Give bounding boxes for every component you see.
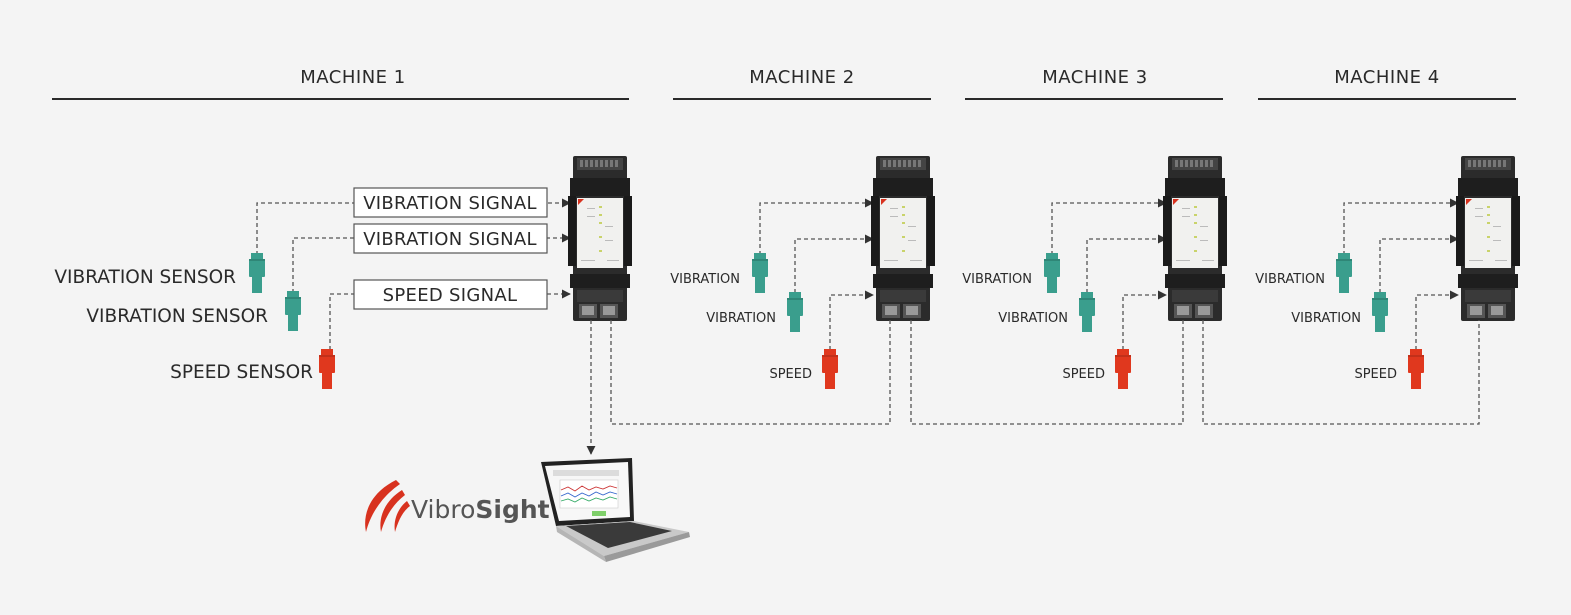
machine-2: VIBRATION VIBRATION SPEED <box>670 156 935 389</box>
vibrosight-module-1 <box>568 156 632 321</box>
vibration-1-connection <box>1051 198 1167 255</box>
vibration-2-connection <box>1086 234 1167 293</box>
speed-sensor-label: SPEED <box>769 367 812 382</box>
speed-connection <box>329 289 571 350</box>
vibration-1-connection <box>759 198 874 255</box>
speed-connection <box>829 290 874 350</box>
vibration-signal-1-box <box>353 187 548 218</box>
vibration-sensor-2-label: VIBRATION <box>1291 311 1361 326</box>
vibration-sensor-2-label: VIBRATION SENSOR <box>86 306 268 327</box>
machine-headers: MACHINE 1 MACHINE 2 MACHINE 3 MACHINE 4 <box>52 67 1516 100</box>
logo-swoosh-1 <box>365 480 400 532</box>
machine-3-title: MACHINE 3 <box>1042 67 1147 88</box>
vibration-sensor-1-label: VIBRATION SENSOR <box>54 267 236 288</box>
vibration-sensor-2-icon <box>787 292 803 332</box>
logo-vibro: Vibro <box>411 495 475 524</box>
speed-connection <box>1415 290 1459 350</box>
speed-sensor-icon <box>822 349 838 389</box>
machine-4-title: MACHINE 4 <box>1334 67 1439 88</box>
speed-sensor-label: SPEED SENSOR <box>170 362 313 383</box>
ethernet-link-1-2 <box>610 320 891 425</box>
vibration-sensor-1-label: VIBRATION <box>962 272 1032 287</box>
speed-sensor-icon <box>319 349 335 389</box>
vibration-sensor-1-icon <box>249 253 265 293</box>
speed-sensor-label: SPEED <box>1354 367 1397 382</box>
speed-sensor-icon <box>1115 349 1131 389</box>
ethernet-network <box>586 320 1480 455</box>
vibration-sensor-2-icon <box>1079 292 1095 332</box>
ethernet-link-3-4 <box>1202 320 1480 425</box>
logo-swoosh-2 <box>380 490 405 532</box>
machine-1-title: MACHINE 1 <box>300 67 405 88</box>
vibrosight-module-3 <box>1163 156 1227 321</box>
speed-sensor-icon <box>1408 349 1424 389</box>
speed-signal-label: SPEED SIGNAL <box>383 285 518 306</box>
vibration-sensor-1-icon <box>1044 253 1060 293</box>
machine-2-title: MACHINE 2 <box>749 67 854 88</box>
vibration-sensor-2-label: VIBRATION <box>706 311 776 326</box>
vibration-sensor-1-label: VIBRATION <box>1255 272 1325 287</box>
vibration-sensor-2-icon <box>1372 292 1388 332</box>
machine-3: VIBRATION VIBRATION SPEED <box>962 156 1227 389</box>
vibration-sensor-2-label: VIBRATION <box>998 311 1068 326</box>
ethernet-link-2-3 <box>910 320 1184 425</box>
vibration-sensor-2-icon <box>285 291 301 331</box>
logo-wordmark: VibroSight <box>411 495 550 524</box>
vibrosight-module-2 <box>871 156 935 321</box>
vibration-sensor-1-icon <box>1336 253 1352 293</box>
vibration-sensor-1-icon <box>752 253 768 293</box>
logo-sight: Sight <box>475 495 549 524</box>
laptop-icon <box>541 458 690 562</box>
vibration-2-connection <box>1379 234 1459 293</box>
speed-connection <box>1122 290 1167 350</box>
machine-4: VIBRATION VIBRATION SPEED <box>1255 156 1520 389</box>
vibration-1-connection <box>1343 198 1459 255</box>
vibration-sensor-1-label: VIBRATION <box>670 272 740 287</box>
speed-signal-box <box>353 279 548 310</box>
vibration-signal-1-label: VIBRATION SIGNAL <box>363 193 537 214</box>
vibrosight-logo: VibroSight <box>365 480 550 532</box>
vibration-2-connection <box>794 234 874 293</box>
speed-sensor-label: SPEED <box>1062 367 1105 382</box>
logo-swoosh-3 <box>394 501 410 532</box>
vibration-signal-2-box <box>353 223 548 254</box>
machine-1: VIBRATION SIGNAL VIBRATION SIGNAL SPEED … <box>54 156 632 389</box>
vibration-signal-2-label: VIBRATION SIGNAL <box>363 229 537 250</box>
vibrosight-module-4 <box>1456 156 1520 321</box>
